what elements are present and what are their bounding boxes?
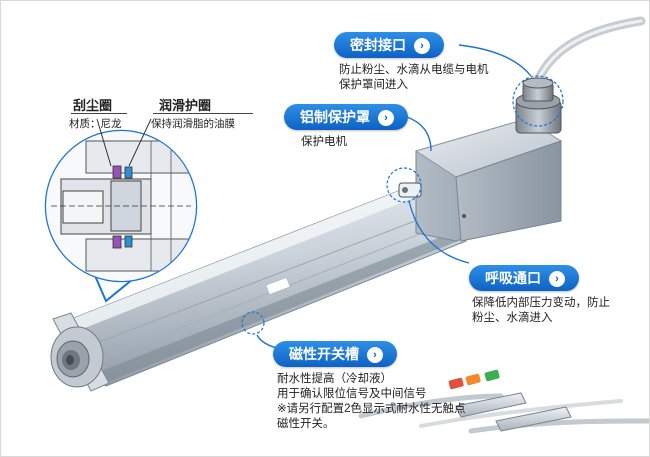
breather-port-label: 呼吸通口 › (469, 265, 579, 291)
desc-line: 防止粉尘、水滴从电缆与电机 (339, 64, 489, 76)
desc-line: 用于确认限位信号及中间信号 (277, 388, 427, 400)
motor-cover (414, 118, 563, 242)
switch-slot-label: 磁性开关槽 › (273, 341, 397, 367)
lube-retainer-title: 润滑护圈 (159, 98, 212, 113)
lube-retainer-underline (153, 113, 253, 114)
aluminum-cover-desc: 保护电机 (301, 135, 347, 150)
scraper-material: 材质：尼龙 (69, 118, 122, 130)
lube-retainer-note: 保持润滑脂的油膜 (151, 118, 235, 130)
aluminum-cover-label: 铝制保护罩 › (284, 104, 408, 130)
seal-connector-label: 密封接口 › (334, 32, 444, 58)
chevron-right-icon: › (378, 110, 394, 126)
switch-slot-desc: 耐水性提高（冷却液） 用于确认限位信号及中间信号 ※请另行配置2色显示式耐水性无… (277, 372, 466, 432)
chevron-right-icon: › (367, 347, 383, 363)
breather-fitting (398, 182, 422, 198)
cable (531, 16, 646, 91)
scraper-title: 刮尘圈 (73, 98, 113, 113)
chevron-right-icon: › (414, 38, 430, 54)
aluminum-cover-title: 铝制保护罩 (300, 109, 370, 125)
auto-switch-illustration (358, 392, 649, 434)
switch-slot-title: 磁性开关槽 (289, 346, 359, 362)
breather-highlight-ring (386, 167, 422, 203)
desc-line: 粉尘、水滴进入 (472, 312, 553, 324)
scraper-underline (71, 113, 127, 114)
seal-connector-desc: 防止粉尘、水滴从电缆与电机 保护罩间进入 (339, 63, 489, 93)
desc-line: ※请另行配置2色显示式耐水性无触点 (277, 403, 466, 415)
desc-line: 保护罩间进入 (339, 79, 408, 91)
seal-connector (515, 77, 562, 134)
rod-end (50, 312, 110, 392)
switch-slot-highlight-ring (241, 311, 265, 335)
led-indicators (448, 369, 500, 390)
desc-line: 磁性开关。 (277, 418, 335, 430)
seal-highlight-ring (512, 75, 564, 127)
desc-line: 保护电机 (301, 136, 347, 148)
seal-connector-title: 密封接口 (350, 37, 406, 53)
chevron-right-icon: › (549, 271, 565, 287)
desc-line: 保降低内部压力变动，防止 (472, 297, 610, 309)
breather-port-title: 呼吸通口 (485, 270, 541, 286)
seal-detail-view (44, 129, 198, 283)
desc-line: 耐水性提高（冷却液） (277, 373, 392, 385)
breather-port-desc: 保降低内部压力变动，防止 粉尘、水滴进入 (472, 296, 610, 326)
actuator-body (60, 185, 467, 387)
